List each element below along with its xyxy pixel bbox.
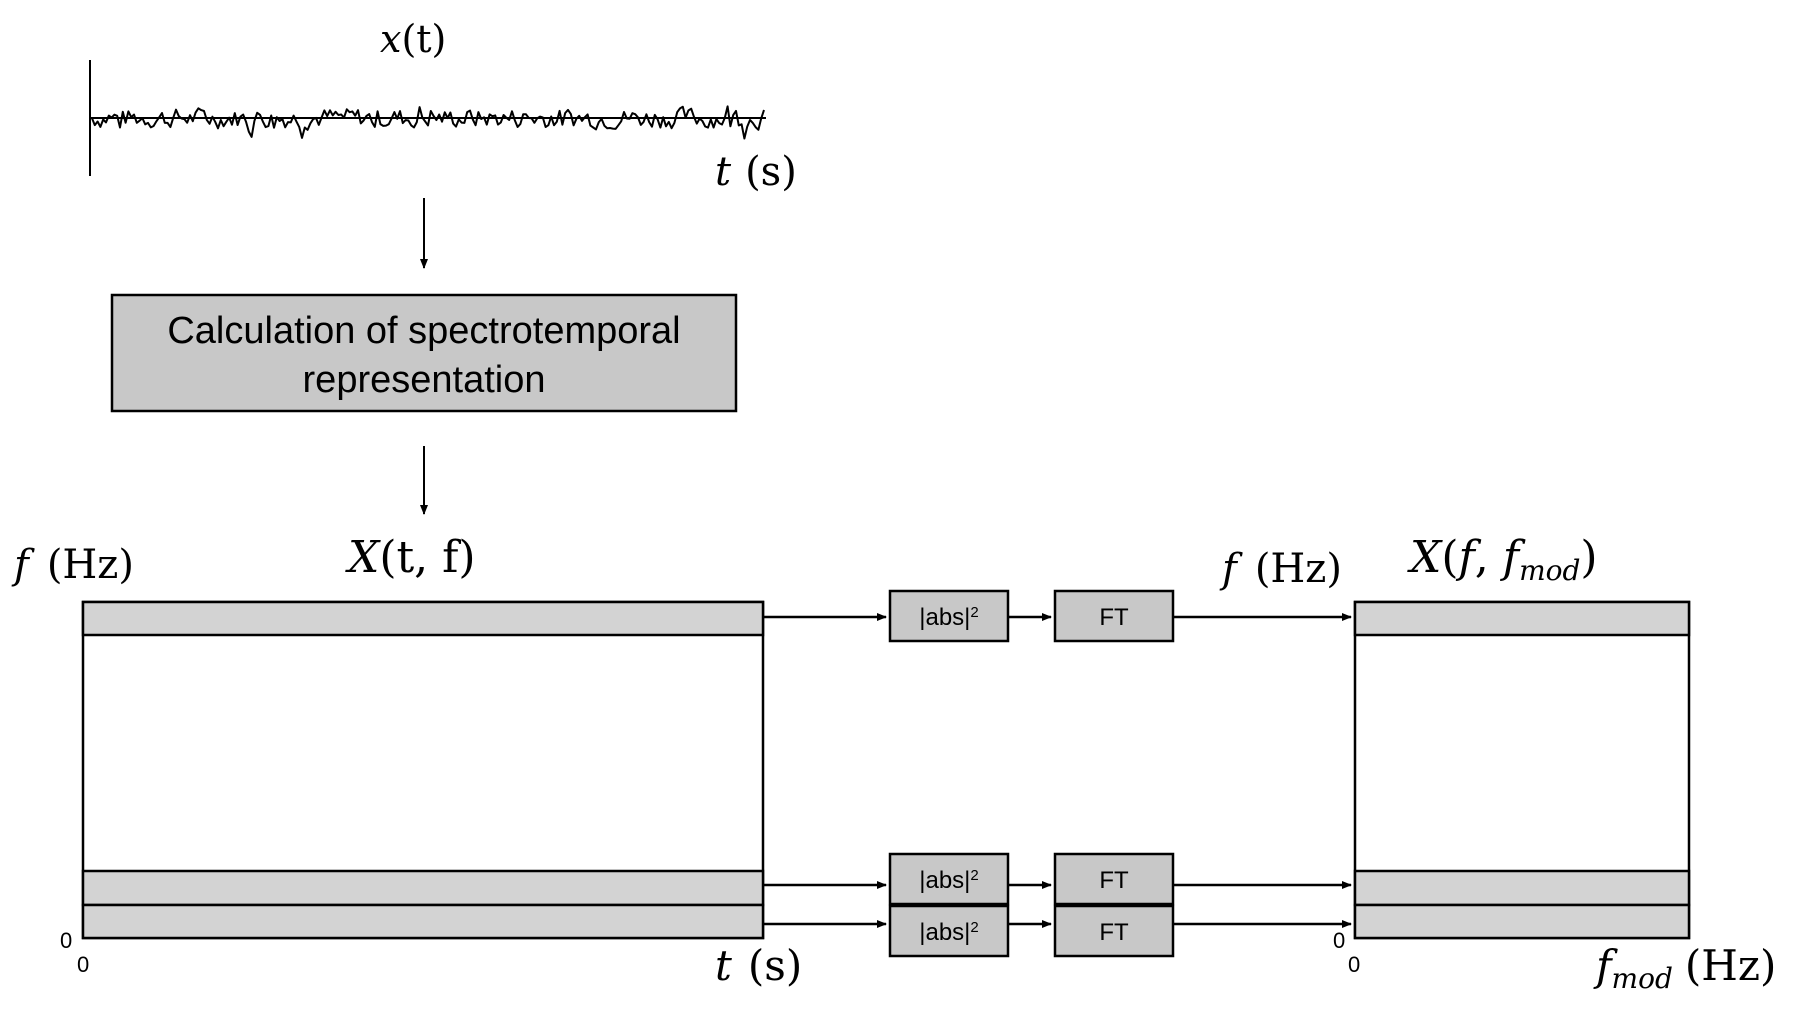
chain-second: |abs|2 FT [763, 852, 1352, 906]
chain-top: |abs|2 FT [763, 589, 1352, 643]
svg-text:|abs|2: |abs|2 [919, 919, 979, 946]
ft-block-top [1053, 589, 1175, 643]
modulation-band-top [1353, 600, 1691, 637]
modulation-band-second [1353, 869, 1691, 907]
svg-text:FT: FT [1099, 867, 1129, 894]
abs-block-second [888, 852, 1010, 906]
spectrogram-panel: f(Hz) X(t, f) 0 0 t(s) [11, 532, 802, 990]
signal-label: x(t) [380, 17, 446, 61]
svg-text:FT: FT [1099, 919, 1129, 946]
modulation-title: X(f, fmod) [1407, 532, 1598, 587]
spectrogram-band-second [81, 869, 765, 907]
modulation-band-bottom [1353, 903, 1691, 940]
abs-block-bottom [888, 904, 1010, 958]
signal-time-axis-label: t(s) [715, 149, 797, 195]
modulation-y-label: f(Hz) [1219, 546, 1342, 592]
process-box: Calculation of spectrotemporal represent… [110, 293, 738, 413]
spectrogram-band-bottom [81, 903, 765, 940]
spectrogram-band-top [81, 600, 765, 637]
signal-waveform [91, 105, 765, 140]
abs-block-top [888, 589, 1010, 643]
spectrogram-title: X(t, f) [345, 532, 476, 583]
modulation-origin-x: 0 [1348, 952, 1360, 977]
modulation-origin-y: 0 [1333, 928, 1345, 953]
spectrogram-origin-x: 0 [77, 952, 89, 977]
svg-text:|abs|2: |abs|2 [919, 604, 979, 631]
spectrogram-y-label: f(Hz) [11, 542, 134, 588]
ft-block-second [1053, 852, 1175, 906]
process-box-line1: Calculation of spectrotemporal [167, 310, 680, 352]
process-box-line2: representation [303, 359, 546, 401]
svg-text:FT: FT [1099, 604, 1129, 631]
ft-block-bottom [1053, 904, 1175, 958]
chain-bottom: |abs|2 FT [763, 904, 1352, 958]
modulation-x-label: fmod(Hz) [1593, 941, 1776, 995]
svg-text:|abs|2: |abs|2 [919, 867, 979, 894]
signal-panel: x(t) t(s) [89, 17, 797, 195]
spectrogram-origin-y: 0 [60, 928, 72, 953]
modulation-panel: f(Hz) X(f, fmod) 0 0 fmod(Hz) [1219, 532, 1776, 995]
spectrogram-x-label: t(s) [715, 941, 802, 990]
